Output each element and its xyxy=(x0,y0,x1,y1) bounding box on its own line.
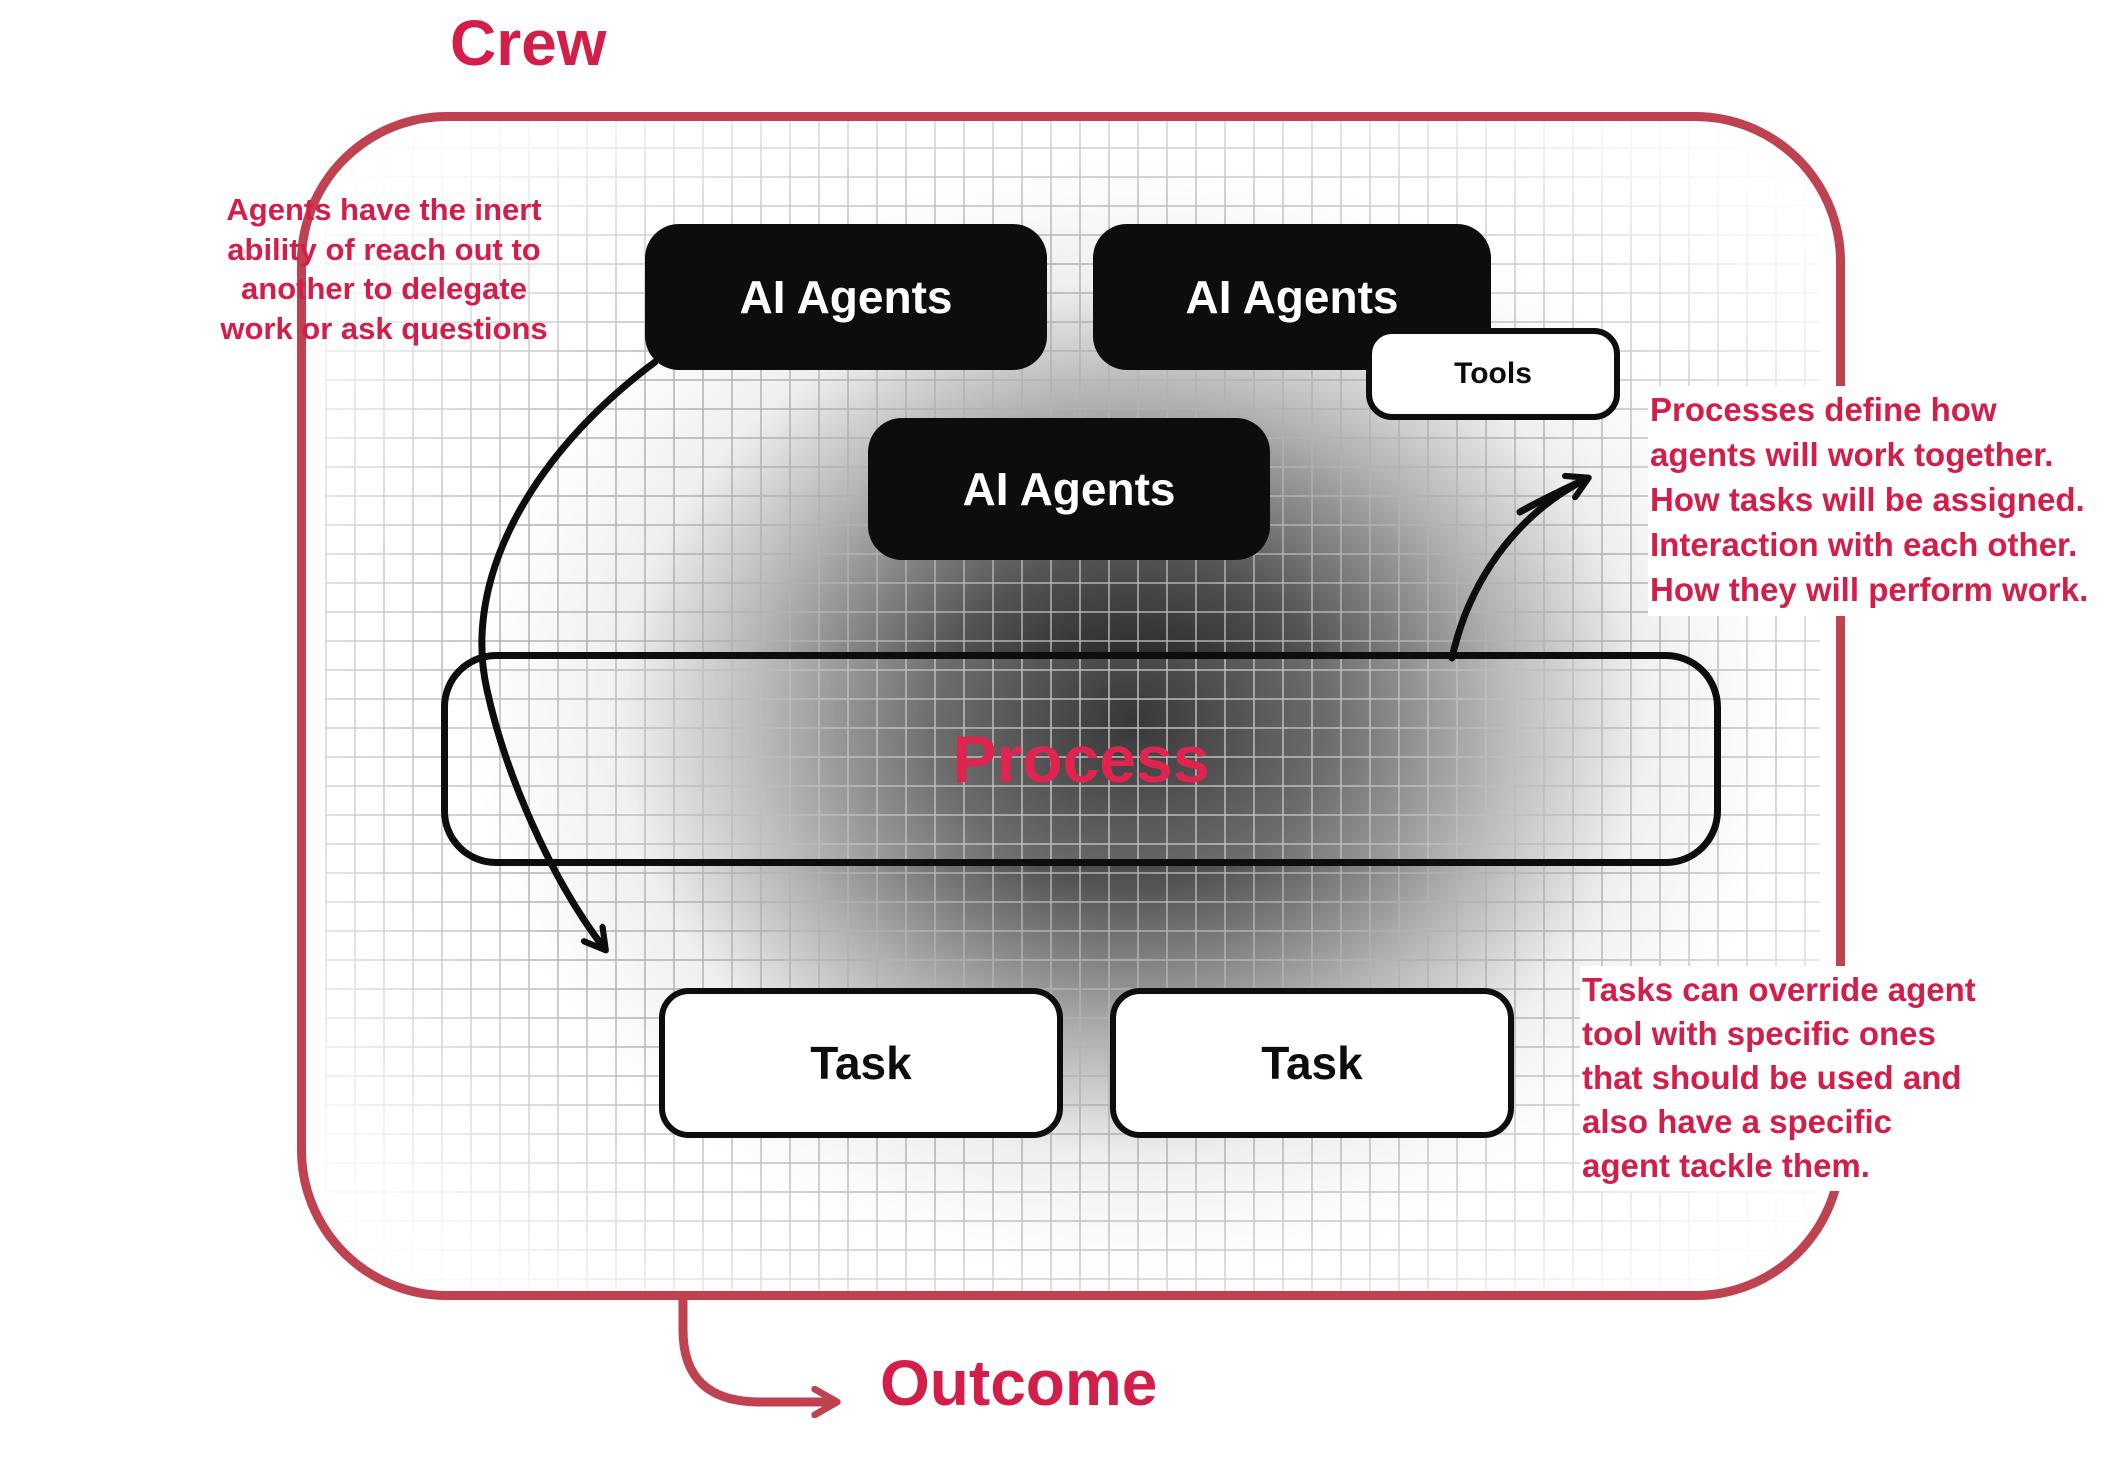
outcome-arrow xyxy=(678,1292,834,1402)
ai-agents-label-1: AI Agents xyxy=(739,271,953,323)
crew-frame xyxy=(297,112,1845,1300)
tools-label: Tools xyxy=(1454,357,1532,390)
annotation-delegation: Agents have the inert ability of reach o… xyxy=(220,192,548,347)
tools-box: Tools xyxy=(1366,328,1620,420)
task-box-1: Task xyxy=(659,988,1063,1138)
task-box-2: Task xyxy=(1110,988,1514,1138)
ai-agents-label-3: AI Agents xyxy=(962,463,1176,515)
process-label: Process xyxy=(952,722,1210,796)
ai-agents-box-1: AI Agents xyxy=(645,224,1047,370)
annotation-tasks: Tasks can override agent tool with speci… xyxy=(1580,966,2032,1192)
task-label-2: Task xyxy=(1261,1037,1363,1089)
process-box: Process xyxy=(441,652,1721,866)
ai-agents-box-3: AI Agents xyxy=(868,418,1270,560)
task-label-1: Task xyxy=(810,1037,912,1089)
outcome-label: Outcome xyxy=(880,1347,1158,1419)
crew-title: Crew xyxy=(450,7,607,79)
annotation-processes: Processes define how agents will work to… xyxy=(1648,386,2128,617)
ai-agents-label-2: AI Agents xyxy=(1185,271,1399,323)
